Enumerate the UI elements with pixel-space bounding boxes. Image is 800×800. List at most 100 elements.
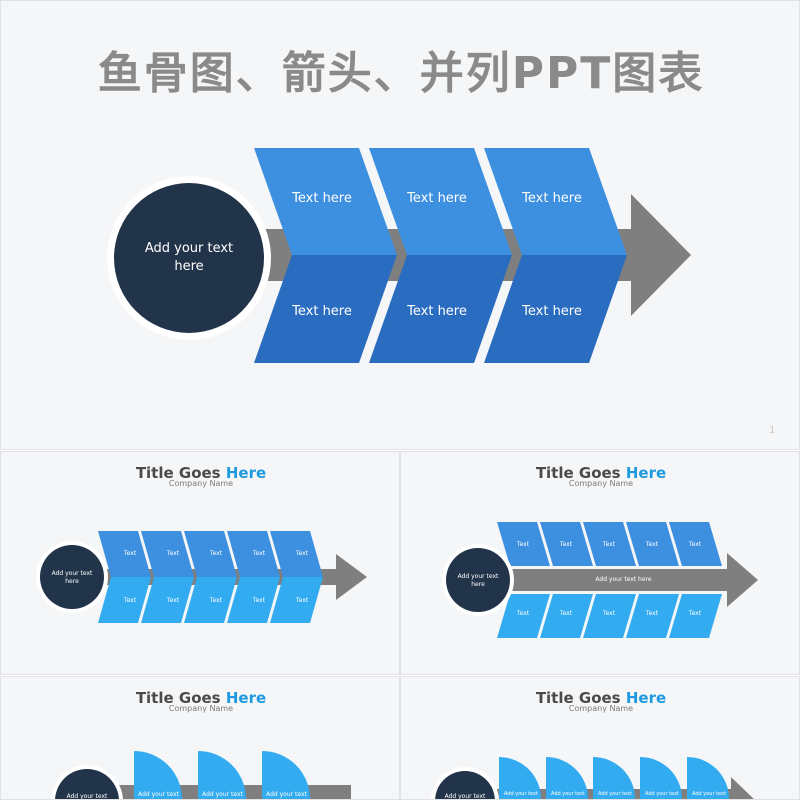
chevron-bottom-2 [141, 577, 194, 623]
head-circle [435, 771, 495, 799]
slide-2[interactable]: Title Goes Here Company Name A [0, 451, 400, 675]
bottom-parallelograms [497, 594, 722, 638]
rib-top-label-4: Text [645, 541, 659, 548]
rib-bottom-1 [497, 594, 550, 638]
fan-label-1: Add your text [504, 791, 538, 797]
slide-3[interactable]: Title Goes Here Company Name A [400, 451, 800, 675]
slide-4-title-text: Title Goes [135, 689, 221, 707]
chevron-bottom-3 [184, 577, 237, 623]
fishbone-diagram-5 [431, 757, 754, 799]
head-circle-text: Add your text [66, 793, 108, 800]
fan-1 [499, 757, 541, 799]
slide-4-title-highlight: Here [225, 689, 267, 707]
rib-top-5 [669, 522, 722, 566]
chevron-top-label-3: Text [209, 550, 223, 557]
spine-bar-text: Add your text here [595, 576, 652, 583]
fan-label-2: Add your text [202, 791, 243, 798]
head-circle-text: Add your text [444, 793, 486, 800]
chevron-top-5 [270, 531, 323, 577]
chevron-bottom-1 [98, 577, 151, 623]
chevron-top-label-2: Text [166, 550, 180, 557]
chevron-top-label-3: Text here [522, 191, 582, 206]
fan-2 [546, 757, 588, 799]
chevron-top-3 [484, 148, 627, 255]
slide-2-subtitle: Company Name [168, 479, 234, 488]
slide-2-title-highlight: Here [225, 464, 267, 482]
rib-bottom-label-4: Text [645, 610, 659, 617]
chevron-top-label-5: Text [295, 550, 309, 557]
fishbone-diagram-4 [51, 751, 351, 799]
rib-top-label-3: Text [602, 541, 616, 548]
chevron-bottom-label-5: Text [295, 597, 309, 604]
rib-bottom-label-2: Text [559, 610, 573, 617]
head-circle [446, 548, 510, 612]
fan-label-3: Add your text [266, 791, 307, 798]
rib-top-3 [583, 522, 636, 566]
slide-5-subtitle: Company Name [568, 704, 634, 713]
chevron-bottom-label-3: Text [209, 597, 223, 604]
rib-bottom-label-3: Text [602, 610, 616, 617]
chevron-top-2 [141, 531, 194, 577]
top-chevrons [98, 531, 323, 577]
slide-2-title-text: Title Goes [135, 464, 221, 482]
rib-top-1 [497, 522, 550, 566]
rib-bottom-3 [583, 594, 636, 638]
head-circle [40, 545, 104, 609]
bottom-chevrons [98, 577, 323, 623]
fan-1 [134, 751, 182, 799]
head-circle-text: Add your text here [51, 569, 93, 585]
chevron-top-1 [254, 148, 397, 255]
chevron-bottom-label-1: Text [123, 597, 137, 604]
rib-bottom-label-1: Text [516, 610, 530, 617]
slide-5[interactable]: Title Goes Here Company Name Add your te… [400, 676, 800, 800]
slide-4-subtitle: Company Name [168, 704, 234, 713]
rib-top-2 [540, 522, 593, 566]
banner-title: 鱼骨图、箭头、并列PPT图表 [97, 48, 705, 99]
fan-label-1: Add your text [138, 791, 179, 798]
head-circle [55, 769, 119, 799]
fan-shapes [134, 751, 310, 799]
slide-4-title: Title Goes Here [1, 689, 399, 707]
chevron-bottom-label-3: Text here [522, 304, 582, 319]
chevron-bottom-label-4: Text [252, 597, 266, 604]
slide-5-title: Title Goes Here [401, 689, 799, 707]
chevron-top-3 [184, 531, 237, 577]
chevron-bottom-4 [227, 577, 280, 623]
page-number: 1 [769, 425, 776, 436]
head-circle-text: Add your text here [144, 241, 234, 274]
head-circle-text: Add your text here [457, 572, 499, 588]
chevron-bottom-label-2: Text [166, 597, 180, 604]
fan-2 [198, 751, 246, 799]
fan-label-2: Add your text [551, 791, 585, 797]
spine-arrow [501, 553, 758, 607]
rib-top-label-1: Text [516, 541, 530, 548]
slide-4[interactable]: Title Goes Here Company Name Add your te… [0, 676, 400, 800]
chevron-bottom-1 [254, 255, 397, 363]
fan-shapes [499, 757, 729, 799]
rib-top-4 [626, 522, 679, 566]
fishbone-diagram-2 [36, 531, 367, 623]
chevron-bottom-label-2: Text here [407, 304, 467, 319]
rib-bottom-label-5: Text [688, 610, 702, 617]
slide-3-title: Title Goes Here [401, 464, 799, 482]
slide-5-title-highlight: Here [625, 689, 667, 707]
rib-top-label-5: Text [688, 541, 702, 548]
fishbone-diagram-main [107, 148, 691, 363]
chevron-bottom-5 [270, 577, 323, 623]
rib-top-label-2: Text [559, 541, 573, 548]
chevron-bottom-label-1: Text here [292, 304, 352, 319]
chevron-top-label-1: Text here [292, 191, 352, 206]
fan-4 [640, 757, 682, 799]
slide-3-subtitle: Company Name [568, 479, 634, 488]
chevron-top-1 [98, 531, 151, 577]
top-parallelograms [497, 522, 722, 566]
head-circle [114, 183, 264, 333]
slide-1[interactable]: 鱼骨图、箭头、并列PPT图表 Add your text here Text h… [0, 0, 800, 450]
slide-3-title-text: Title Goes [535, 464, 621, 482]
chevron-top-2 [369, 148, 512, 255]
fan-3 [262, 751, 310, 799]
fan-label-3: Add your text [598, 791, 632, 797]
fan-label-4: Add your text [645, 791, 679, 797]
slide-5-title-text: Title Goes [535, 689, 621, 707]
